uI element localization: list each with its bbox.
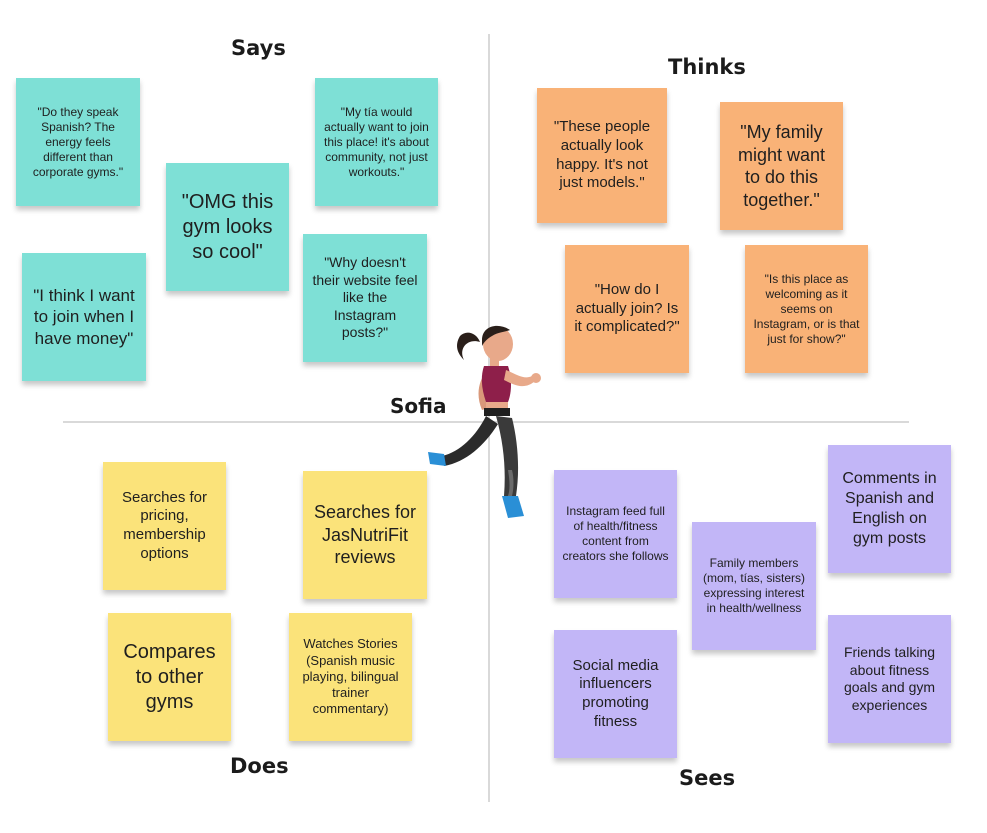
note-text: Searches for JasNutriFit reviews xyxy=(313,502,417,568)
sticky-note-thinks[interactable]: "These people actually look happy. It's … xyxy=(537,88,667,223)
note-text: Family members (mom, tías, sisters) expr… xyxy=(702,556,805,615)
note-text: "Do they speak Spanish? The energy feels… xyxy=(32,104,124,179)
sticky-note-sees[interactable]: Family members (mom, tías, sisters) expr… xyxy=(692,522,816,650)
sticky-note-says[interactable]: "Why doesn't their website feel like the… xyxy=(303,234,427,362)
note-text: "My tía would actually want to join this… xyxy=(323,104,430,179)
does-title: Does xyxy=(230,754,289,778)
sticky-note-thinks[interactable]: "Is this place as welcoming as it seems … xyxy=(745,245,868,373)
sticky-note-sees[interactable]: Instagram feed full of health/fitness co… xyxy=(554,470,677,598)
sticky-note-sees[interactable]: Friends talking about fitness goals and … xyxy=(828,615,951,743)
note-text: Friends talking about fitness goals and … xyxy=(843,644,936,713)
sticky-note-sees[interactable]: Comments in Spanish and English on gym p… xyxy=(828,445,951,573)
note-text: "OMG this gym looks so cool" xyxy=(181,190,274,263)
note-text: "Why doesn't their website feel like the… xyxy=(312,254,418,341)
note-text: "I think I want to join when I have mone… xyxy=(33,286,135,348)
note-text: Instagram feed full of health/fitness co… xyxy=(562,504,669,563)
note-text: "These people actually look happy. It's … xyxy=(553,118,651,192)
sticky-note-thinks[interactable]: "How do I actually join? Is it complicat… xyxy=(565,245,689,373)
sticky-note-thinks[interactable]: "My family might want to do this togethe… xyxy=(720,102,843,230)
sticky-note-says[interactable]: "My tía would actually want to join this… xyxy=(315,78,438,206)
sticky-note-says[interactable]: "OMG this gym looks so cool" xyxy=(166,163,289,291)
note-text: Searches for pricing, membership options xyxy=(121,488,208,562)
sticky-note-does[interactable]: Watches Stories (Spanish music playing, … xyxy=(289,613,412,741)
sticky-note-says[interactable]: "Do they speak Spanish? The energy feels… xyxy=(16,78,140,206)
thinks-title: Thinks xyxy=(668,55,746,79)
sticky-note-sees[interactable]: Social media influencers promoting fitne… xyxy=(554,630,677,758)
note-text: "My family might want to do this togethe… xyxy=(737,122,826,210)
note-text: Watches Stories (Spanish music playing, … xyxy=(302,636,399,717)
note-text: Social media influencers promoting fitne… xyxy=(572,656,659,730)
persona-name: Sofia xyxy=(390,394,447,418)
sees-title: Sees xyxy=(679,766,736,790)
sticky-note-does[interactable]: Searches for pricing, membership options xyxy=(103,462,226,590)
runner-illustration xyxy=(428,325,541,518)
note-text: Comments in Spanish and English on gym p… xyxy=(842,470,937,547)
note-text: "Is this place as welcoming as it seems … xyxy=(753,271,860,346)
note-text: Compares to other gyms xyxy=(123,640,216,713)
note-text: "How do I actually join? Is it complicat… xyxy=(574,280,680,336)
sticky-note-says[interactable]: "I think I want to join when I have mone… xyxy=(22,253,146,381)
says-title: Says xyxy=(231,36,286,60)
sticky-note-does[interactable]: Compares to other gyms xyxy=(108,613,231,741)
sticky-note-does[interactable]: Searches for JasNutriFit reviews xyxy=(303,471,427,599)
